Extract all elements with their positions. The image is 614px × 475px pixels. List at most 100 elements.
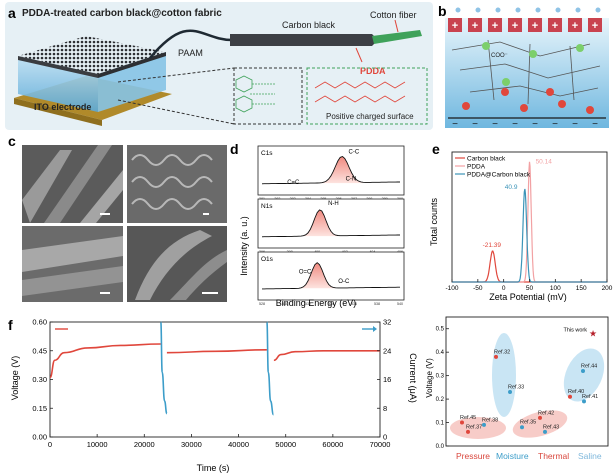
f-xlabel: Time (s): [197, 463, 230, 473]
category-label: Pressure: [456, 451, 490, 461]
chloride-ion: [529, 50, 537, 58]
voltage-line: [166, 349, 267, 354]
ion-bath: [445, 18, 609, 128]
xps-tick-label: 536: [351, 302, 357, 306]
x-tick-label: 60000: [322, 440, 343, 449]
water-molecule: [595, 7, 601, 13]
minus-sign: −: [452, 119, 458, 130]
sem-image-3: [22, 226, 123, 302]
panel-label-f: f: [8, 317, 13, 333]
comparison-chart: ★This workRef.32Ref.33Ref.44Ref.40Ref.41…: [436, 316, 609, 461]
x-tick-label: 40000: [228, 440, 249, 449]
y2-tick-label: 8: [383, 404, 387, 413]
minus-sign: −: [572, 119, 578, 130]
cellulose-structure: [235, 75, 275, 113]
positive-plate: [488, 18, 502, 32]
d-xlabel: Binding Energy (eV): [276, 298, 357, 308]
ref-label: Ref.43: [543, 424, 559, 430]
current-line: [160, 321, 168, 415]
xps-peak-label: C-C: [349, 149, 360, 155]
cotton-fiber-label: Cotton fiber: [370, 10, 417, 20]
zeta-peak-label: 40.9: [505, 184, 518, 191]
xps-tick-label: 540: [397, 302, 403, 306]
positive-surface-label: Positive charged surface: [326, 112, 414, 121]
plus-sign: +: [492, 20, 498, 32]
minus-sign: −: [552, 119, 558, 130]
x-tick-label: -100: [445, 285, 458, 292]
panel-label-b: b: [438, 3, 447, 19]
pdda-structure: [314, 81, 406, 103]
xps-frame: [257, 198, 405, 249]
x-tick-label: 50: [526, 285, 534, 292]
xps-frame: [257, 251, 405, 301]
ref-point: [581, 368, 585, 373]
xps-peak-fill: [301, 209, 339, 237]
ref-point: [508, 390, 512, 395]
chloride-ion: [576, 44, 584, 52]
x-tick-label: 10000: [87, 440, 108, 449]
carbon-fabric-top: [18, 36, 166, 74]
x-tick-label: 0: [502, 285, 506, 292]
water-molecule: [535, 7, 541, 13]
y2-tick-label: 16: [383, 375, 391, 384]
water-molecule: [495, 7, 501, 13]
x-tick-label: 150: [576, 285, 587, 292]
xps-peak-label: O=C: [299, 270, 312, 276]
legend-label: PDDA: [467, 164, 486, 171]
y-tick-label: 0.45: [32, 346, 47, 355]
f-ylabel-right: Current (μA): [408, 353, 418, 403]
ref-point: [582, 399, 586, 404]
ref-label: Ref.37: [466, 424, 482, 430]
sem-image-4: [127, 226, 227, 302]
y2-tick-label: 24: [383, 346, 391, 355]
xps-curve: [261, 155, 400, 185]
ref-point: [543, 429, 547, 434]
zeta-series-line: [452, 161, 607, 283]
ref-label: Ref.44: [581, 363, 597, 369]
xps-element-label: O1s: [261, 256, 274, 263]
minus-sign: −: [512, 119, 518, 130]
moisture-cluster: [492, 333, 516, 417]
ions: [462, 42, 594, 114]
x-tick-label: 200: [602, 285, 613, 292]
sem-image-1: [22, 145, 123, 223]
panel-c: c: [8, 133, 227, 302]
positive-plate: [528, 18, 542, 32]
plus-sign: +: [512, 20, 518, 32]
plus-sign: +: [552, 20, 558, 32]
y2-tick-label: 32: [383, 318, 391, 327]
ref-label: Ref.32: [494, 349, 510, 355]
x-tick-label: -50: [473, 285, 483, 292]
pressure-cluster: [450, 417, 506, 439]
positive-plate: [448, 18, 462, 32]
x-tick-label: 70000: [370, 440, 391, 449]
e-ylabel: Total counts: [429, 197, 439, 246]
pdda-label: PDDA: [360, 66, 386, 76]
ref-label: Ref.40: [568, 389, 584, 395]
g-frame: [445, 316, 609, 447]
g-ylabel: Voltage (V): [425, 358, 434, 398]
minus-sign: −: [472, 119, 478, 130]
coo-label: COO⁻: [491, 53, 508, 59]
panel-b: b ++++++++ COO⁻ −−−−−−−−: [438, 3, 609, 130]
xps-element-label: C1s: [261, 150, 273, 157]
zeta-series-line: [452, 188, 607, 283]
voltage-line: [49, 343, 161, 379]
water-molecule: [575, 7, 581, 13]
y-tick-label: 0.0: [436, 444, 445, 450]
panel-label-c: c: [8, 133, 16, 149]
minus-sign: −: [532, 119, 538, 130]
thermal-cluster: [512, 410, 568, 438]
panel-label-d: d: [230, 141, 239, 157]
chloride-ion: [502, 78, 510, 86]
ref-label: Ref.45: [460, 415, 476, 421]
xps-tick-label: 534: [328, 302, 334, 306]
sodium-ion: [462, 102, 470, 110]
xps-peak-label: C-N: [346, 176, 357, 182]
ref-point: [482, 422, 486, 427]
this-work-label: This work: [563, 327, 587, 333]
paam-wire: [149, 29, 233, 59]
